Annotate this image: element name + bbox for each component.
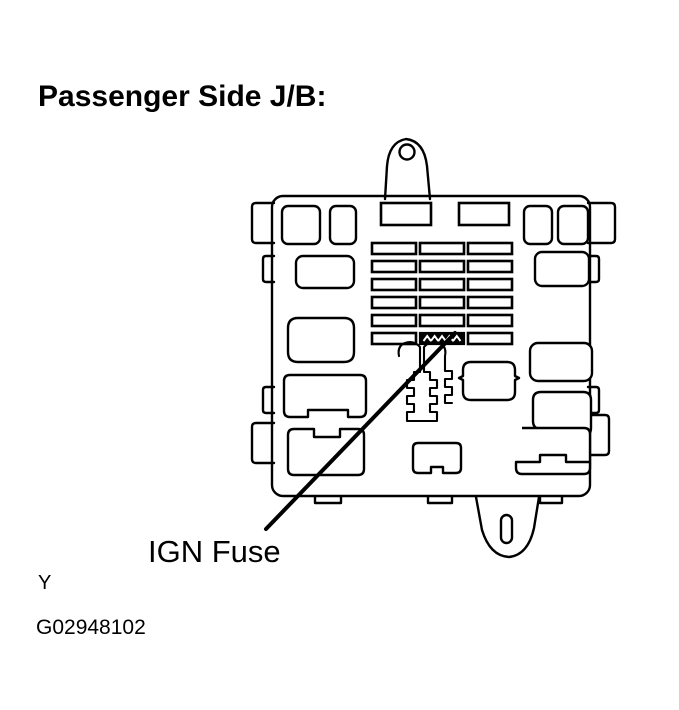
right-relay-slots: [457, 204, 594, 476]
callout-label-ign-fuse: IGN Fuse: [148, 534, 281, 569]
fuse-highlight-hatching: [422, 334, 462, 342]
top-mounting-tab: [383, 137, 432, 201]
page-title: Passenger Side J/B:: [38, 80, 326, 113]
edge-tabs-left: [250, 201, 276, 465]
fuse-slot: [466, 277, 514, 292]
relay-slot: [286, 316, 356, 364]
top-rectangles: [379, 201, 511, 227]
relay-slot: [556, 204, 590, 246]
fuse-slot: [418, 241, 466, 256]
relay-slot: [522, 204, 554, 246]
fuse-slot: [418, 313, 466, 328]
marker-label: Y: [38, 572, 51, 594]
fuse-slot: [466, 295, 514, 310]
center-connector-outline: [397, 341, 454, 423]
fuse-slot: [418, 259, 466, 274]
center-slot: [411, 441, 463, 475]
fuse-slot: [418, 277, 466, 292]
relay-slot: [533, 250, 591, 288]
relay-slot-notched: [514, 426, 592, 476]
bottom-mounting-tab: [474, 495, 541, 559]
fuse-slot: [370, 295, 418, 310]
relay-slot: [457, 360, 521, 402]
figure-id-label: G02948102: [36, 616, 146, 639]
fuse-slot: [370, 241, 418, 256]
relay-slot-notched: [282, 373, 368, 419]
fuse-slot: [370, 313, 418, 328]
relay-slot: [294, 254, 356, 290]
top-rect: [457, 201, 511, 227]
top-bolt-hole: [398, 143, 416, 161]
leader-line: [264, 331, 457, 531]
top-rect: [379, 201, 433, 227]
fuse-slot: [370, 277, 418, 292]
fuse-grid: [370, 241, 514, 346]
fuse-slot: [466, 331, 514, 346]
fuse-slot: [370, 259, 418, 274]
bottom-edge-nubs: [313, 495, 564, 505]
relay-slot: [280, 204, 322, 246]
fuse-slot: [466, 259, 514, 274]
relay-slot: [328, 204, 358, 246]
bottom-bolt-slot: [499, 513, 514, 545]
fuse-slot: [418, 295, 466, 310]
edge-tabs-right: [586, 201, 617, 457]
fuse-slot: [466, 241, 514, 256]
fuse-slot: [466, 313, 514, 328]
left-relay-slots: [280, 204, 368, 477]
relay-slot: [528, 341, 594, 383]
fuse-slot: [370, 331, 418, 346]
